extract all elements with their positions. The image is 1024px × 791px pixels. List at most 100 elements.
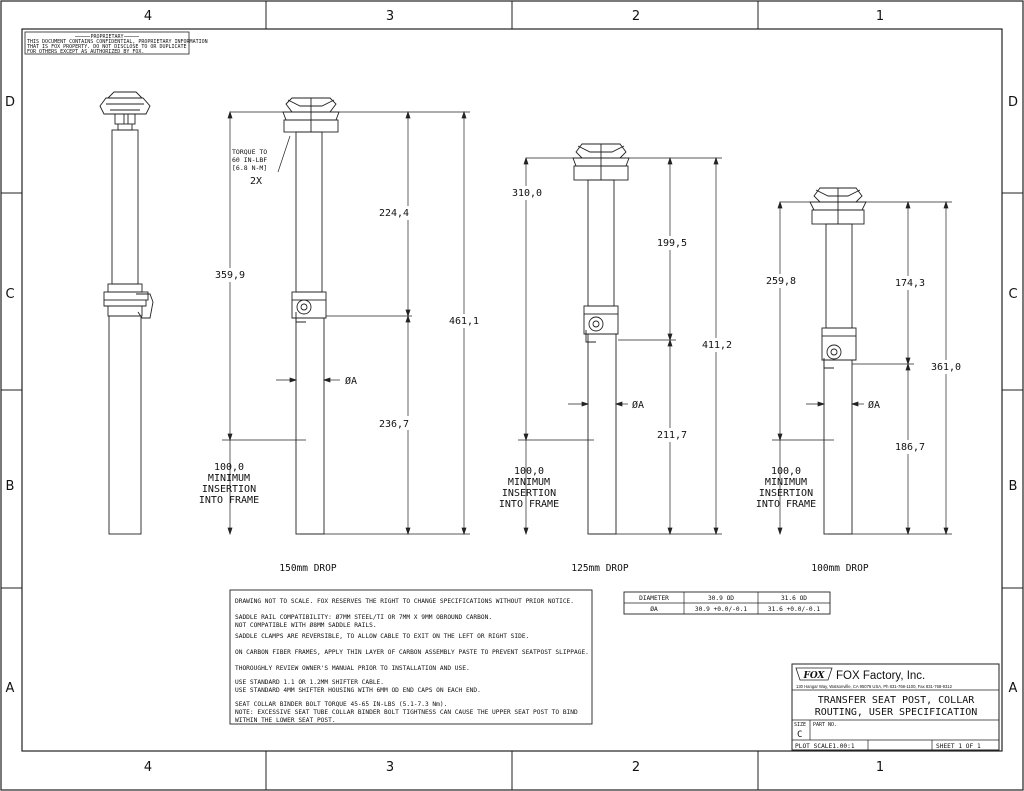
col-label: 1 — [876, 9, 884, 24]
seatpost-125mm — [572, 143, 630, 535]
col-label: 2 — [632, 760, 640, 775]
view-caption: 100mm DROP — [811, 563, 868, 574]
dim-total: 461,1 — [449, 316, 479, 327]
row-label: B — [6, 479, 15, 494]
col-label: 1 — [876, 760, 884, 775]
view-caption: 125mm DROP — [571, 563, 628, 574]
min-insert-line: 100,0 — [214, 462, 244, 473]
dim-lower: 186,7 — [895, 442, 925, 453]
proprietary-line: FOR OTHERS EXCEPT AS AUTHORIZED BY FOX. — [27, 49, 144, 55]
torque-qty: 2X — [250, 176, 262, 187]
row-label: B — [1009, 479, 1018, 494]
seatpost-100mm — [809, 187, 867, 535]
min-insert-line: INTO FRAME — [756, 499, 816, 510]
dim-total: 361,0 — [931, 362, 961, 373]
dimensions-125mm — [518, 156, 722, 536]
min-insert-line: MINIMUM — [208, 473, 250, 484]
row-label: D — [1008, 95, 1018, 110]
table-header: 30.9 OD — [708, 595, 734, 602]
note-line: NOT COMPATIBLE WITH Ø8MM SADDLE RAILS. — [235, 621, 377, 629]
seatpost-side-view — [99, 91, 154, 535]
row-label: C — [5, 287, 14, 302]
min-insert-line: 100,0 — [514, 466, 544, 477]
size-label: SIZE — [794, 722, 806, 728]
proprietary-notice: PROPRIETARY THIS DOCUMENT CONTAINS CONFI… — [24, 31, 208, 55]
col-label: 2 — [632, 9, 640, 24]
min-insertion-100mm: 100,0 MINIMUM INSERTION INTO FRAME — [756, 466, 816, 510]
row-label: A — [1009, 681, 1018, 696]
dim-upper: 174,3 — [895, 278, 925, 289]
column-labels-bottom: 4 3 2 1 — [144, 760, 884, 775]
drawing-title: ROUTING, USER SPECIFICATION — [815, 707, 978, 718]
row-labels-left: D C B A — [5, 95, 15, 696]
dimensions-100mm — [772, 200, 952, 536]
company-address: 130 Hangar Way, Watsonville, CA 95076 US… — [796, 684, 953, 689]
note-line: SEAT COLLAR BINDER BOLT TORQUE 45-65 IN-… — [235, 701, 447, 708]
col-label: 3 — [386, 9, 394, 24]
col-label: 4 — [144, 9, 152, 24]
min-insert-line: INSERTION — [759, 488, 813, 499]
drawing-title: TRANSFER SEAT POST, COLLAR — [818, 695, 976, 706]
notes-box: DRAWING NOT TO SCALE. FOX RESERVES THE R… — [229, 589, 593, 725]
table-header: 31.6 OD — [781, 595, 807, 602]
min-insertion-125mm: 100,0 MINIMUM INSERTION INTO FRAME — [499, 466, 559, 510]
note-line: USE STANDARD 1.1 OR 1.2MM SHIFTER CABLE. — [235, 679, 384, 686]
size-value: C — [797, 730, 802, 740]
proprietary-header: PROPRIETARY — [90, 34, 123, 40]
diameter-table: DIAMETER 30.9 OD 31.6 OD ØA 30.9 +0.0/-0… — [623, 591, 831, 615]
table-cell: 31.6 +0.0/-0.1 — [768, 606, 820, 613]
min-insert-line: MINIMUM — [508, 477, 550, 488]
fox-logo: FOX — [795, 667, 833, 681]
table-cell: 30.9 +0.0/-0.1 — [695, 606, 747, 613]
note-line: WITHIN THE LOWER SEAT POST. — [235, 717, 336, 724]
min-insert-line: INTO FRAME — [199, 495, 259, 506]
torque-line: TORQUE TO — [232, 148, 267, 156]
table-header: DIAMETER — [639, 595, 669, 602]
dimensions-150mm — [222, 110, 470, 536]
dim-lower: 236,7 — [379, 419, 409, 430]
note-line: SADDLE CLAMPS ARE REVERSIBLE, TO ALLOW C… — [235, 633, 529, 640]
min-insert-line: INTO FRAME — [499, 499, 559, 510]
proprietary-line: THAT IS FOX PROPERTY. DO NOT DISCLOSE TO… — [27, 44, 187, 50]
view-100mm: 174,3 186,7 361,0 259,8 ØA 100,0 MINIMUM… — [756, 187, 964, 574]
part-no-label: PART NO. — [813, 722, 837, 728]
min-insert-line: 100,0 — [771, 466, 801, 477]
torque-line: 60 IN-LBF — [232, 156, 267, 164]
proprietary-line: THIS DOCUMENT CONTAINS CONFIDENTIAL, PRO… — [27, 39, 208, 45]
sheet-number: SHEET 1 OF 1 — [936, 743, 981, 750]
dim-left: 259,8 — [766, 276, 796, 287]
note-line: NOTE: EXCESSIVE SEAT TUBE COLLAR BINDER … — [235, 709, 578, 716]
torque-note: TORQUE TO 60 IN-LBF [6.8 N-M] 2X — [232, 148, 267, 187]
dim-left: 310,0 — [512, 188, 542, 199]
note-line: THOROUGHLY REVIEW OWNER'S MANUAL PRIOR T… — [235, 665, 470, 672]
column-labels-top: 4 3 2 1 — [144, 9, 884, 24]
company-name: FOX Factory, Inc. — [836, 670, 925, 682]
col-label: 3 — [386, 760, 394, 775]
row-label: C — [1008, 287, 1017, 302]
phi-label: ØA — [868, 399, 880, 411]
row-label: A — [6, 681, 15, 696]
row-label: D — [5, 95, 15, 110]
dim-total: 411,2 — [702, 340, 732, 351]
table-cell: ØA — [650, 605, 658, 613]
view-caption: 150mm DROP — [279, 563, 336, 574]
min-insert-line: INSERTION — [202, 484, 256, 495]
note-line: SADDLE RAIL COMPATIBILITY: Ø7MM STEEL/TI… — [235, 613, 492, 621]
dim-lower: 211,7 — [657, 430, 687, 441]
view-150mm: 224,4 236,7 461,1 359,9 ØA TORQUE TO 60 … — [199, 97, 482, 574]
dim-left: 359,9 — [215, 270, 245, 281]
logo-text: FOX — [802, 671, 825, 681]
phi-label: ØA — [345, 375, 357, 387]
col-label: 4 — [144, 760, 152, 775]
note-line: USE STANDARD 4MM SHIFTER HOUSING WITH 6M… — [235, 687, 481, 694]
min-insert-line: INSERTION — [502, 488, 556, 499]
note-line: ON CARBON FIBER FRAMES, APPLY THIN LAYER… — [235, 649, 589, 656]
dim-upper: 224,4 — [379, 208, 409, 219]
phi-label: ØA — [632, 399, 644, 411]
dim-upper: 199,5 — [657, 238, 687, 249]
note-line: DRAWING NOT TO SCALE. FOX RESERVES THE R… — [235, 598, 574, 605]
row-labels-right: D C B A — [1008, 95, 1018, 696]
min-insert-line: MINIMUM — [765, 477, 807, 488]
